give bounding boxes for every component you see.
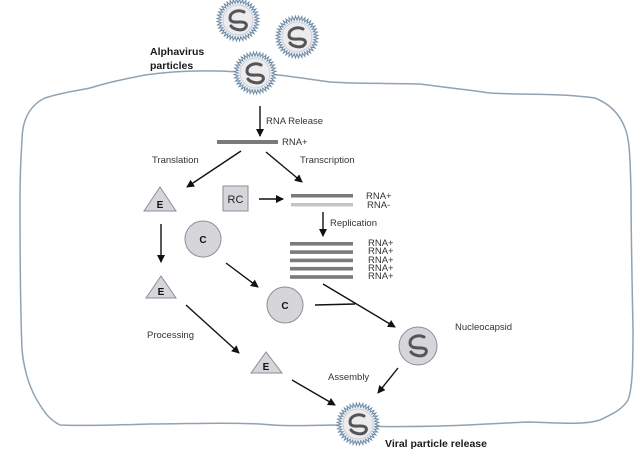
envelope-protein-2: E xyxy=(145,275,177,299)
nucleocapsid-label: Nucleocapsid xyxy=(455,322,512,333)
rna-genome-bar xyxy=(217,140,278,144)
arrow-e-assembly xyxy=(291,379,336,406)
line-c-join xyxy=(314,303,356,306)
replication-label: Replication xyxy=(330,218,377,229)
envelope-protein-3-label: E xyxy=(263,362,270,373)
capsid-protein-2: C xyxy=(266,286,304,324)
replication-complex: RC xyxy=(222,185,249,212)
envelope-protein-2-label: E xyxy=(158,287,165,298)
transcription-label: Transcription xyxy=(300,155,355,166)
rna-rep-label-4: RNA+ xyxy=(368,263,394,274)
nucleocapsid-rna-squiggle xyxy=(408,334,428,358)
viral-release-label: Viral particle release xyxy=(385,438,487,450)
rna-genome-squiggle-icon xyxy=(245,62,265,85)
rna-rep-label-5: RNA+ xyxy=(368,271,394,282)
rna-genome-squiggle-icon xyxy=(228,9,248,32)
nucleocapsid xyxy=(398,326,438,366)
rna-replicated-bar xyxy=(290,250,353,254)
arrow-nucleocapsid-assembly xyxy=(377,367,399,394)
rna-plus-bar xyxy=(291,194,353,198)
rna-replicated-bar xyxy=(290,275,353,279)
alphavirus-label-line1: Alphavirus xyxy=(150,46,204,58)
arrow-processing xyxy=(185,304,240,354)
assembly-label: Assembly xyxy=(328,372,369,383)
alphavirus-label-line2: particles xyxy=(150,60,193,72)
envelope-protein-1: E xyxy=(143,186,177,212)
rna-replicated-bar xyxy=(290,242,353,246)
capsid-protein-2-label: C xyxy=(281,301,288,312)
alphavirus-particle-2 xyxy=(274,14,320,60)
arrow-translation xyxy=(186,150,242,188)
capsid-protein-1: C xyxy=(184,220,222,258)
replication-complex-label: RC xyxy=(228,194,244,206)
rna-genome-label: RNA+ xyxy=(282,137,308,148)
rna-plus-label: RNA+ xyxy=(366,191,392,202)
rna-rep-label-2: RNA+ xyxy=(368,246,394,257)
rna-replicated-bar xyxy=(290,258,353,263)
rna-rep-label-1: RNA+ xyxy=(368,238,394,249)
arrow-to-nucleocapsid xyxy=(322,283,396,328)
rna-minus-bar xyxy=(291,203,353,207)
released-viral-particle xyxy=(335,401,381,447)
arrow-transcription xyxy=(265,151,303,183)
rna-release-label: RNA Release xyxy=(266,116,323,127)
rna-rep-label-3: RNA+ xyxy=(368,255,394,266)
alphavirus-particle-1 xyxy=(215,0,261,43)
arrow-c-to-c xyxy=(225,262,259,288)
rna-minus-label: RNA- xyxy=(367,200,390,211)
rna-genome-squiggle-icon xyxy=(348,413,368,436)
capsid-protein-1-label: C xyxy=(199,235,206,246)
rna-genome-squiggle-icon xyxy=(287,26,307,49)
envelope-protein-1-label: E xyxy=(157,200,164,211)
alphavirus-particle-3 xyxy=(232,50,278,96)
processing-label: Processing xyxy=(147,330,194,341)
envelope-protein-3: E xyxy=(250,351,284,374)
cell-membrane xyxy=(19,70,634,428)
translation-label: Translation xyxy=(152,155,199,166)
rna-replicated-bar xyxy=(290,266,353,271)
